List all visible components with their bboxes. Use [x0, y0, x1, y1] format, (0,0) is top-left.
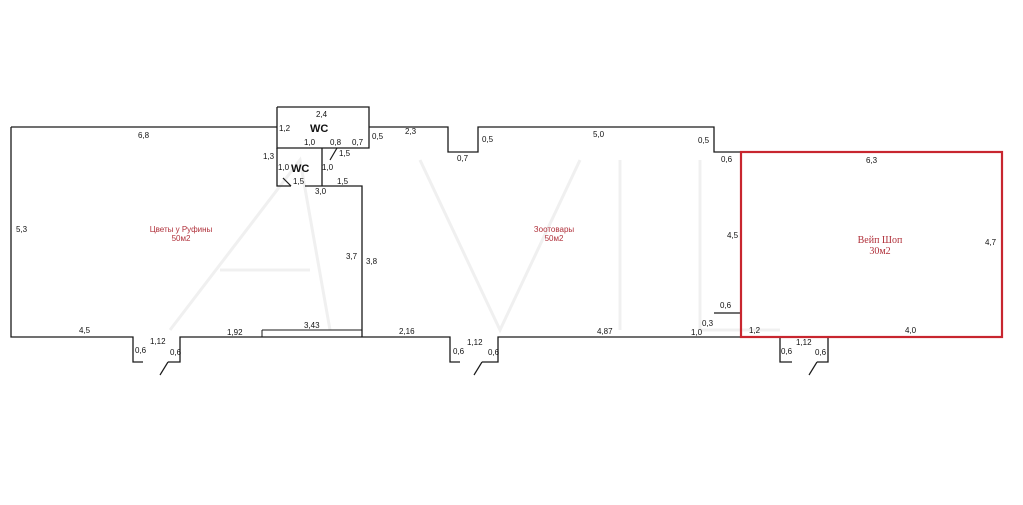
dim-label: 3,7	[346, 252, 358, 261]
dim-label: 0,6	[135, 346, 147, 355]
dim-label: 6,8	[138, 131, 150, 140]
dim-label: 1,2	[279, 124, 291, 133]
dim-label: 1,5	[293, 177, 305, 186]
door-flowers	[159, 361, 169, 376]
dim-label: 1,0	[322, 163, 334, 172]
partition-343	[261, 329, 363, 337]
room-flowers-area: 50м2	[172, 234, 191, 243]
wall-flowers-shop	[10, 126, 362, 363]
dim-label: 0,5	[698, 136, 710, 145]
wc-label-upper: WC	[310, 123, 328, 135]
room-vape-name: Вейп Шоп	[858, 235, 903, 246]
dim-label: 3,8	[366, 257, 378, 266]
room-pets-name: Зоотовары	[534, 225, 575, 234]
dim-label: 0,6	[781, 347, 793, 356]
dim-label: 1,3	[263, 152, 275, 161]
dim-label: 0,7	[352, 138, 364, 147]
door-vape	[808, 361, 818, 376]
wc-label-lower: WC	[291, 163, 309, 175]
dim-label: 2,3	[405, 127, 417, 136]
room-pets-area: 50м2	[545, 234, 564, 243]
vape-shop-highlight	[739, 150, 1004, 339]
dim-label: 0,6	[488, 348, 500, 357]
dim-label: 1,0	[691, 328, 703, 337]
dim-label: 0,6	[720, 301, 732, 310]
dim-label: 1,5	[337, 177, 349, 186]
wall-wc-lower	[276, 148, 363, 337]
doors	[159, 147, 818, 376]
dim-label: 5,3	[16, 225, 28, 234]
dim-label: 6,3	[866, 156, 878, 165]
dim-label: 1,92	[227, 328, 243, 337]
dim-label: 1,0	[304, 138, 316, 147]
dim-label: 0,3	[702, 319, 714, 328]
dim-label: 0,8	[330, 138, 342, 147]
dim-label: 0,6	[815, 348, 827, 357]
dim-label: 4,87	[597, 327, 613, 336]
dim-label: 4,5	[79, 326, 91, 335]
door-pets	[473, 361, 483, 376]
door-wc-upper	[329, 147, 338, 161]
dim-label: 0,5	[482, 135, 494, 144]
wall-wc-upper	[276, 106, 370, 149]
dim-label: 1,5	[339, 149, 351, 158]
watermark	[168, 156, 780, 334]
dim-label: 1,2	[749, 326, 761, 335]
dim-label: 3,0	[315, 187, 327, 196]
dim-label: 1,12	[467, 338, 483, 347]
wall-vape-door	[779, 337, 829, 363]
dim-label: 1,0	[278, 163, 290, 172]
dim-label: 1,12	[796, 338, 812, 347]
room-flowers-name: Цветы у Руфины	[150, 225, 213, 234]
dim-label: 0,6	[453, 347, 465, 356]
dim-label: 4,0	[905, 326, 917, 335]
wall-corridor-top	[369, 126, 741, 153]
dim-label: 2,16	[399, 327, 415, 336]
dim-label: 4,5	[727, 231, 739, 240]
dim-label: 3,43	[304, 321, 320, 330]
dim-label: 4,7	[985, 238, 997, 247]
wall-corridor-bottom	[362, 336, 741, 363]
walls	[10, 106, 829, 363]
door-wc-lower	[282, 177, 292, 187]
dim-label: 0,5	[372, 132, 384, 141]
dim-label: 0,6	[170, 348, 182, 357]
dim-label: 0,7	[457, 154, 469, 163]
dim-label: 2,4	[316, 110, 328, 119]
room-vape-area: 30м2	[869, 246, 890, 257]
dim-label: 5,0	[593, 130, 605, 139]
dim-label: 0,6	[721, 155, 733, 164]
dim-label: 1,12	[150, 337, 166, 346]
dimension-labels: 6,8 5,3 4,5 1,12 0,6 0,6 1,92 3,43 2,16 …	[16, 110, 997, 357]
